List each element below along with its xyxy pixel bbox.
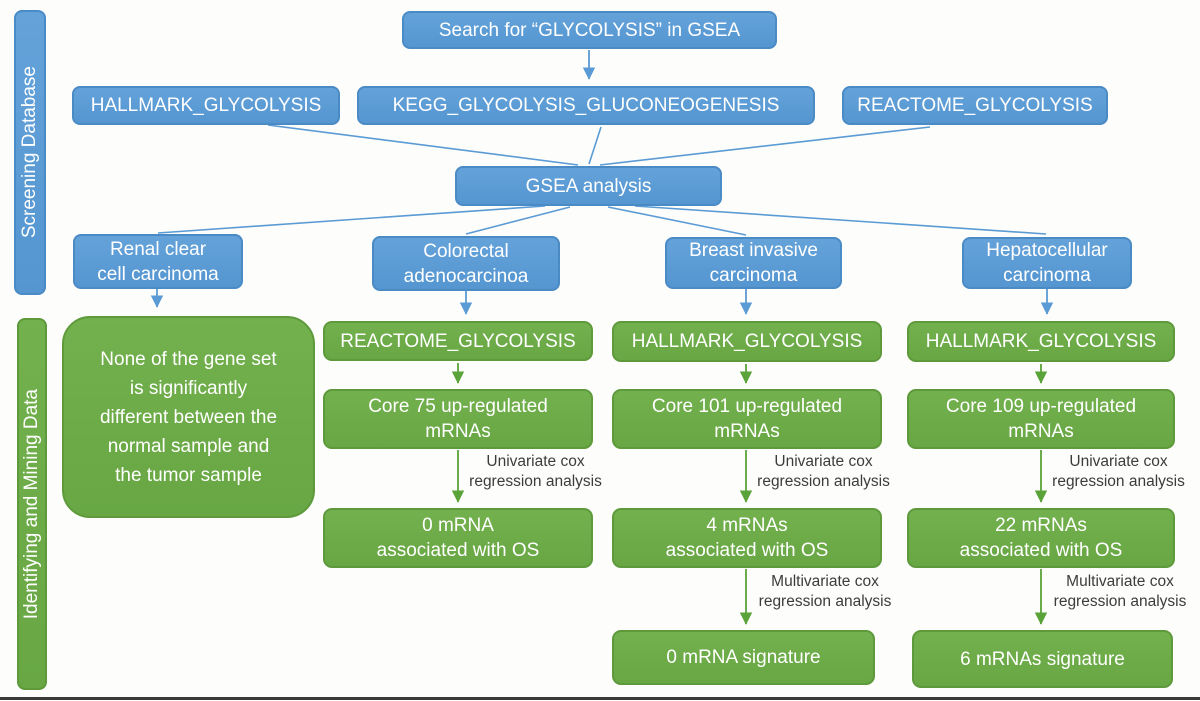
node-0mrna-signature: 0 mRNA signature [612,630,875,685]
node-renal-carcinoma: Renal clear cell carcinoma [73,234,243,289]
node-0mrna-signature-label: 0 mRNA signature [666,647,821,668]
node-renal-carcinoma-line2: cell carcinoma [97,263,219,285]
renal-result-line1: None of the gene set [100,348,277,370]
node-hallmark-glycolysis: HALLMARK_GLYCOLYSIS [72,86,340,125]
node-hepatocellular-line2: carcinoma [1003,265,1091,286]
label-univariate-hepatocellular: Univariate cox regression analysis [1046,452,1191,492]
label-multivariate-breast: Multivariate cox regression analysis [751,572,899,612]
node-22mrnas-os: 22 mRNAs associated with OS [907,508,1175,568]
phase-bar-screening-database: Screening Database [14,10,46,295]
label-multivariate-hepatocellular: Multivariate cox regression analysis [1046,572,1194,612]
node-hepatocellular-geneset: HALLMARK_GLYCOLYSIS [907,321,1175,362]
core75-line1: Core 75 up-regulated [368,396,548,417]
node-breast-line2: carcinoma [709,265,798,286]
node-search-gsea-label: Search for “GLYCOLYSIS” in GSEA [438,19,741,41]
renal-result-line3: different between the [99,406,278,428]
core75-line2: mRNAs [425,421,491,442]
os22-line1: 22 mRNAs [995,515,1087,536]
label-univariate-breast-line1: Univariate cox [774,453,873,470]
node-kegg-glycolysis: KEGG_GLYCOLYSIS_GLUCONEOGENESIS [357,86,815,125]
node-hallmark-glycolysis-label: HALLMARK_GLYCOLYSIS [90,95,322,116]
node-hepatocellular-line1: Hepatocellular [986,240,1108,261]
node-6mrnas-signature: 6 mRNAs signature [912,630,1173,688]
core109-line2: mRNAs [1008,421,1074,442]
node-reactome-glycolysis: REACTOME_GLYCOLYSIS [842,86,1108,125]
node-reactome-glycolysis-label: REACTOME_GLYCOLYSIS [857,95,1093,116]
node-colorectal-adenocarcinoma: Colorectal adenocarcinoa [372,236,560,291]
node-gsea-analysis: GSEA analysis [455,166,722,206]
label-univariate-colorectal: Univariate cox regression analysis [463,452,608,492]
node-breast-line1: Breast invasive [689,240,818,261]
phase-bar-identifying-mining: Identifying and Mining Data [17,318,47,690]
label-multivariate-breast-line2: regression analysis [758,593,892,610]
node-breast-geneset-label: HALLMARK_GLYCOLYSIS [631,331,863,352]
renal-result-line5: the tumor sample [115,464,262,486]
label-univariate-colorectal-line1: Univariate cox [486,453,585,470]
node-hepatocellular-geneset-label: HALLMARK_GLYCOLYSIS [925,331,1157,352]
node-kegg-glycolysis-label: KEGG_GLYCOLYSIS_GLUCONEOGENESIS [392,95,780,116]
os0-line2: associated with OS [376,540,540,561]
node-breast-carcinoma: Breast invasive carcinoma [665,237,842,289]
core109-line1: Core 109 up-regulated [945,396,1137,417]
node-core75-mrnas: Core 75 up-regulated mRNAs [323,389,593,449]
os22-line2: associated with OS [959,540,1123,561]
node-core109-mrnas: Core 109 up-regulated mRNAs [907,389,1175,449]
node-renal-carcinoma-line1: Renal clear [109,238,207,260]
label-univariate-colorectal-line2: regression analysis [469,473,602,490]
renal-result-line4: normal sample and [107,435,270,457]
label-multivariate-breast-line1: Multivariate cox [771,573,879,590]
node-colorectal-line1: Colorectal [423,240,509,262]
figure-bottom-border [0,697,1200,700]
label-univariate-breast-line2: regression analysis [757,473,890,490]
node-core101-mrnas: Core 101 up-regulated mRNAs [612,389,882,449]
node-colorectal-geneset-label: REACTOME_GLYCOLYSIS [340,330,576,352]
label-multivariate-hep-line1: Multivariate cox [1066,573,1174,590]
phase-bar-screening-label: Screening Database [19,66,40,239]
node-colorectal-line2: adenocarcinoa [403,265,529,287]
node-search-gsea: Search for “GLYCOLYSIS” in GSEA [402,11,777,49]
node-4mrnas-os: 4 mRNAs associated with OS [612,508,882,568]
node-hepatocellular-carcinoma: Hepatocellular carcinoma [962,237,1132,289]
label-multivariate-hep-line2: regression analysis [1053,593,1187,610]
os4-line1: 4 mRNAs [706,515,788,536]
renal-result-line2: is significantly [129,377,248,399]
os4-line2: associated with OS [665,540,829,561]
node-colorectal-geneset: REACTOME_GLYCOLYSIS [323,321,593,361]
core101-line2: mRNAs [714,421,780,442]
node-6mrnas-signature-label: 6 mRNAs signature [960,648,1125,670]
node-0mrna-os: 0 mRNA associated with OS [323,508,593,568]
label-univariate-hep-line2: regression analysis [1052,473,1185,490]
node-gsea-analysis-label: GSEA analysis [525,175,652,197]
core101-line1: Core 101 up-regulated [651,396,843,417]
node-renal-result: None of the gene set is significantly di… [62,316,315,518]
label-univariate-breast: Univariate cox regression analysis [751,452,896,492]
label-univariate-hep-line1: Univariate cox [1069,453,1168,470]
node-breast-geneset: HALLMARK_GLYCOLYSIS [612,321,882,362]
phase-bar-mining-label: Identifying and Mining Data [21,388,42,620]
os0-line1: 0 mRNA [422,515,494,536]
